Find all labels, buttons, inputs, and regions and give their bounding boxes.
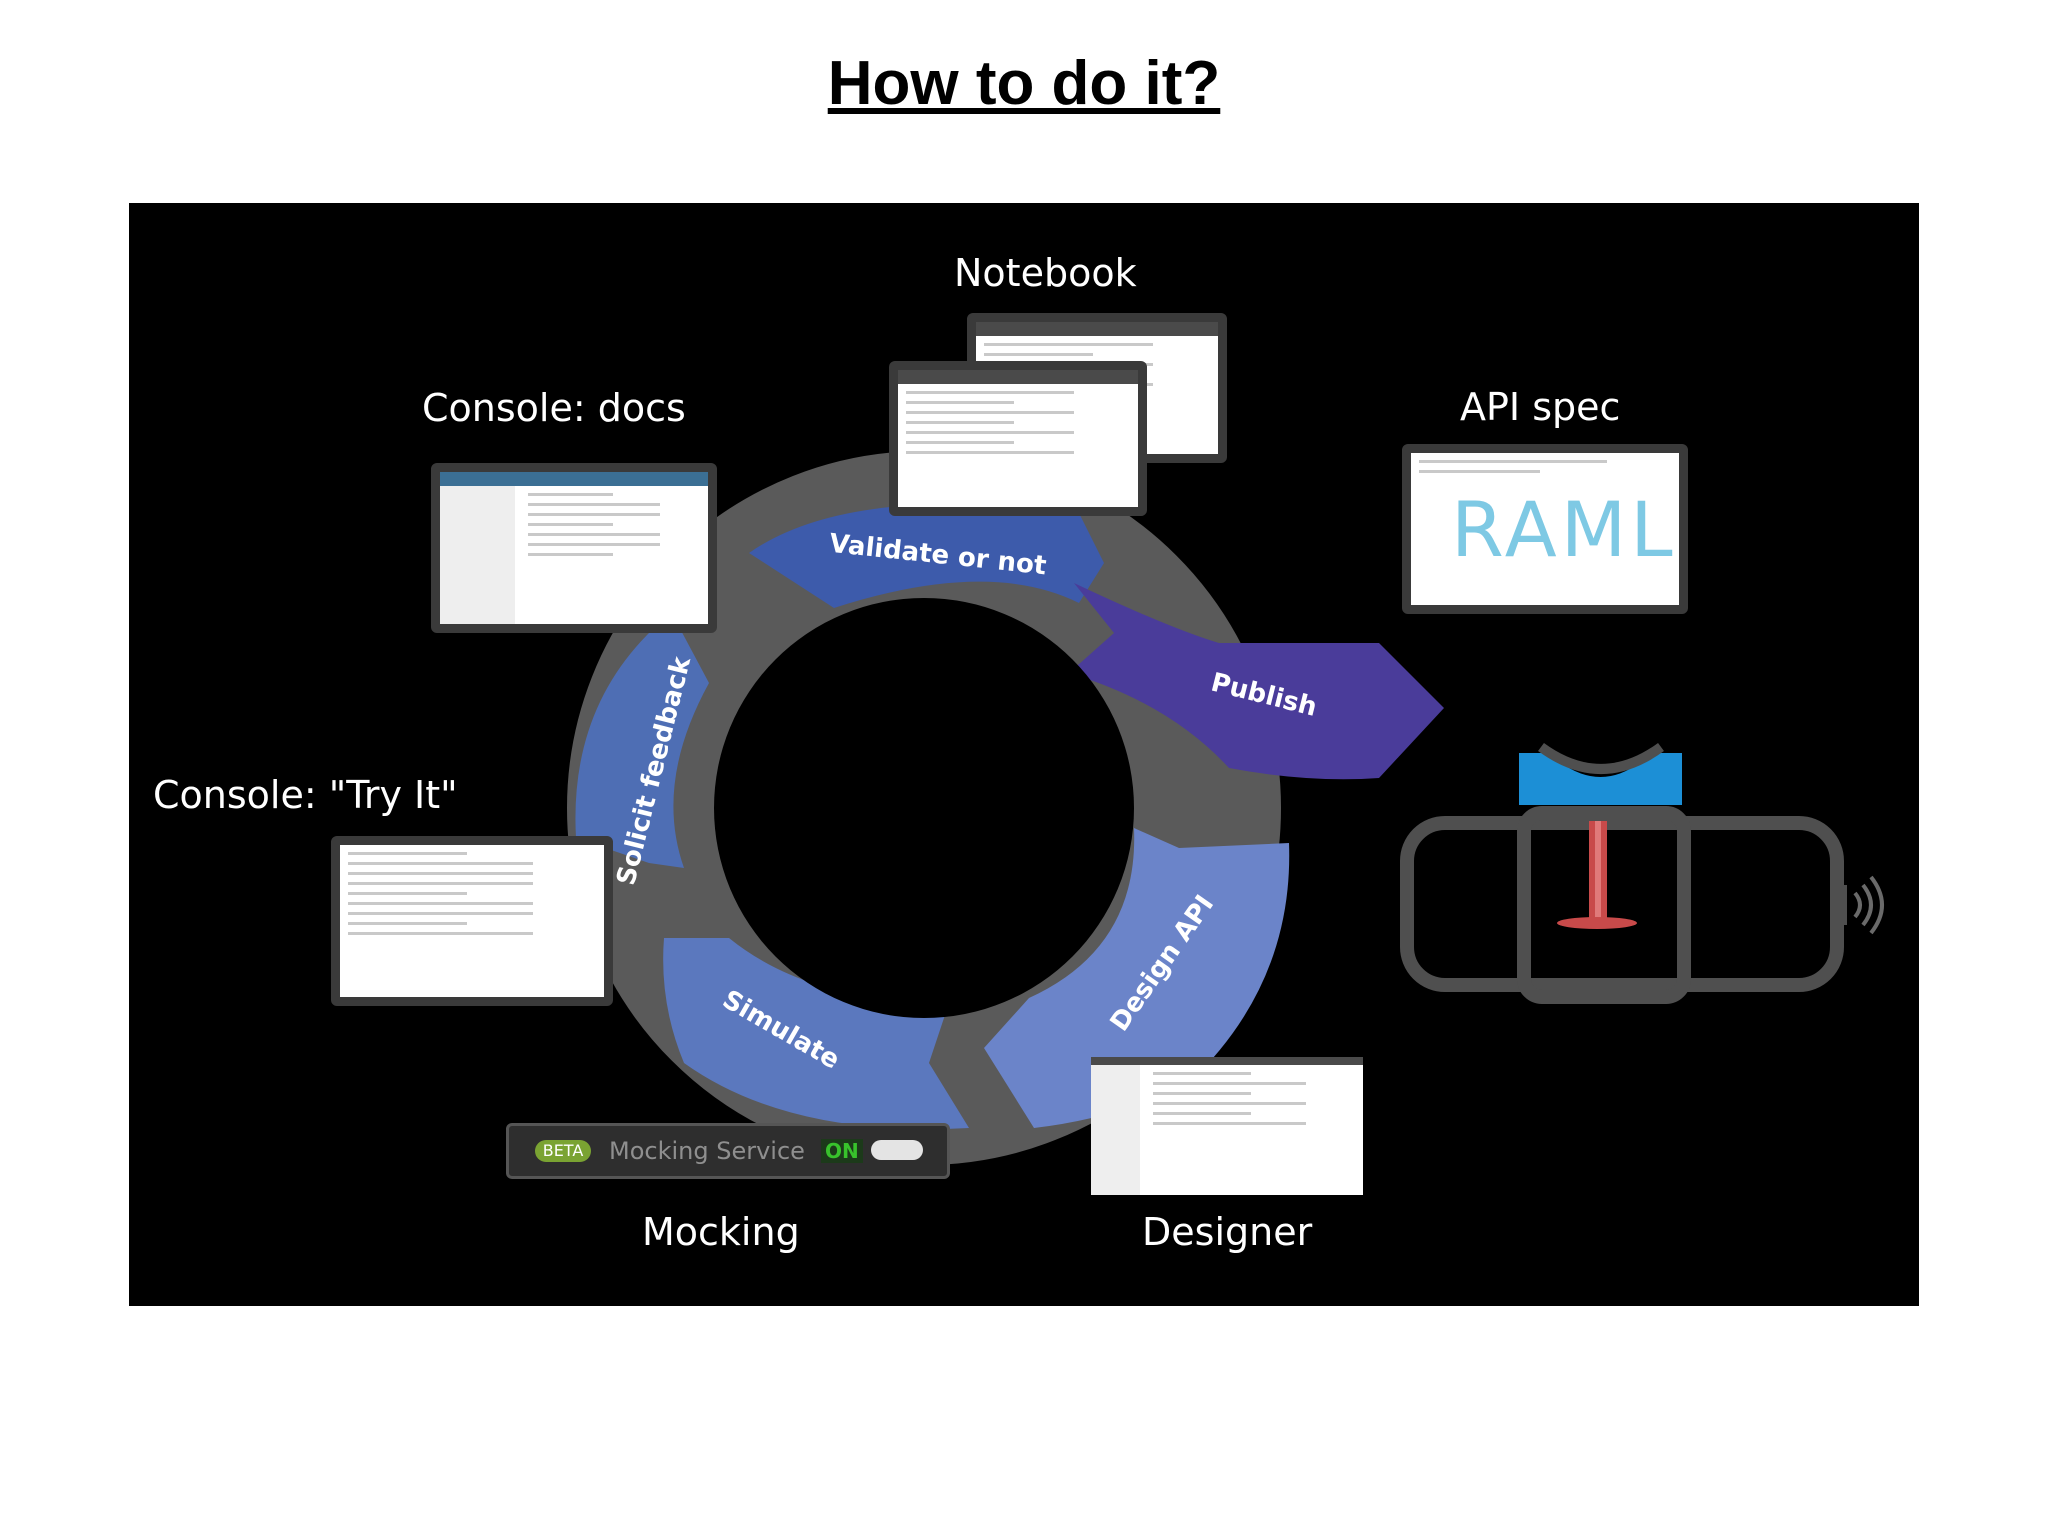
diagram-panel: Validate or not Publish Design API Simul… (129, 203, 1919, 1306)
notebook-screenshot-front (889, 361, 1147, 516)
signal-icon (1853, 875, 1884, 935)
stage-solicit-segment (575, 623, 709, 868)
mocking-toggle[interactable] (871, 1140, 923, 1160)
sensor-cap-arc (1538, 742, 1664, 774)
label-console-docs: Console: docs (422, 386, 686, 430)
label-mocking: Mocking (642, 1210, 800, 1254)
device-collar (1517, 806, 1691, 1004)
stage-design-segment (984, 828, 1290, 1128)
stage-validate-segment (749, 504, 1104, 608)
beta-badge: BETA (535, 1140, 591, 1162)
mocking-service-bar: BETA Mocking Service ON (506, 1123, 950, 1179)
stage-publish-segment (1069, 583, 1444, 780)
api-spec-screenshot: RAML (1402, 444, 1688, 614)
device-port (1835, 885, 1847, 925)
stage-simulate-segment (663, 938, 969, 1130)
raml-text: RAML (1451, 485, 1677, 574)
mocking-on-indicator: ON (821, 1139, 863, 1163)
probe-tip (1557, 917, 1637, 929)
probe-stem-inner (1595, 821, 1601, 921)
label-console-try: Console: "Try It" (153, 773, 458, 817)
device-body (1400, 816, 1844, 992)
console-docs-screenshot (431, 463, 717, 633)
page-title: How to do it? (827, 49, 1221, 118)
cycle-center (714, 598, 1134, 1018)
label-notebook: Notebook (954, 251, 1137, 295)
console-try-screenshot (331, 836, 613, 1006)
sensor-cap (1519, 753, 1682, 805)
label-api-spec: API spec (1460, 385, 1621, 429)
device-sensor-illustration (1400, 742, 1884, 1004)
cycle-diagram: Validate or not Publish Design API Simul… (567, 451, 1444, 1165)
mocking-service-text: Mocking Service (609, 1137, 805, 1165)
label-designer: Designer (1142, 1210, 1313, 1254)
designer-screenshot (1091, 1057, 1363, 1195)
